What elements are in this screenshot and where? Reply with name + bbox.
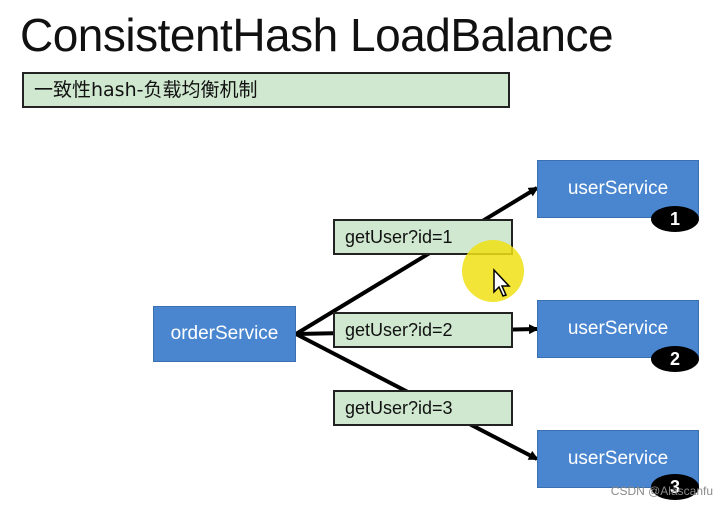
diagram-title: ConsistentHash LoadBalance [20, 9, 614, 61]
cursor-highlight [462, 240, 524, 302]
instance-badge-2: 2 [651, 346, 699, 372]
watermark: CSDN @Alascanfu [610, 484, 713, 498]
instance-badge-3: 3 [651, 474, 699, 500]
request-label-3: getUser?id=3 [333, 390, 513, 426]
arrow-to-user1 [294, 186, 539, 336]
subtitle-box: 一致性hash-负载均衡机制 [22, 72, 510, 108]
order-service-box: orderService [153, 306, 296, 362]
mouse-cursor-icon [493, 268, 511, 297]
instance-badge-1: 1 [651, 206, 699, 232]
request-label-2: getUser?id=2 [333, 312, 513, 348]
request-label-1: getUser?id=1 [333, 219, 513, 255]
